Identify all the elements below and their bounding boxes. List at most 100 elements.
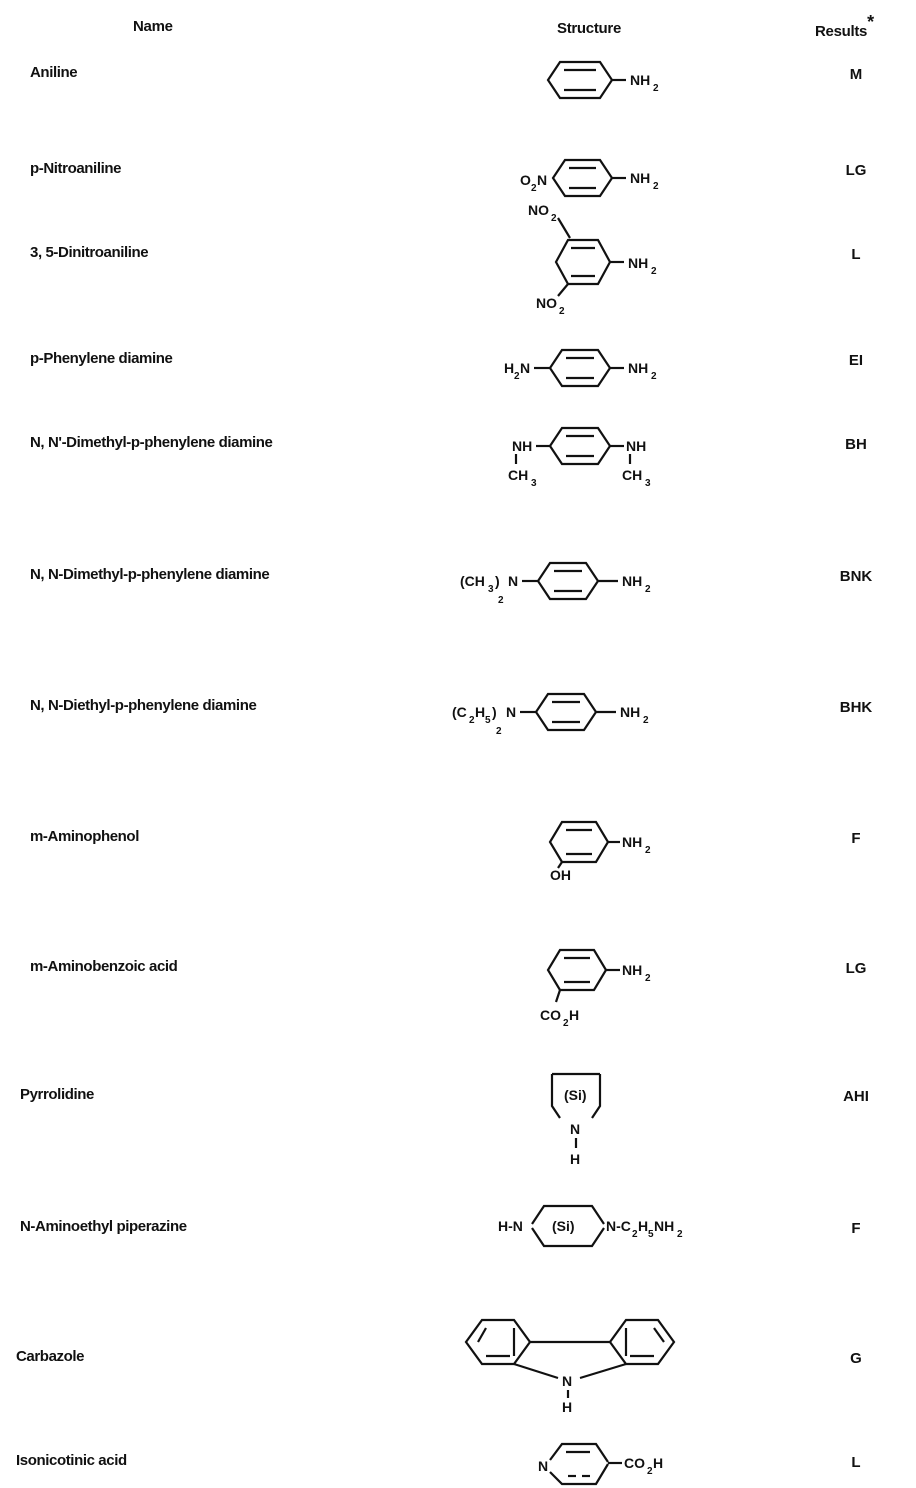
svg-text:5: 5 [485,715,491,726]
footnote-asterisk-icon: * [867,12,874,32]
svg-text:(CH: (CH [460,573,485,589]
svg-text:CH: CH [508,467,528,483]
svg-text:H: H [504,360,514,376]
svg-text:NH: NH [622,962,642,978]
result-code: L [851,246,861,263]
benzene-ring-icon: NO2 NH2 NO2 [528,202,657,317]
result-code: EI [848,352,864,369]
compound-name: Pyrrolidine [20,1086,94,1103]
header-results-cell: Results* [815,12,874,41]
svg-text:N: N [570,1121,580,1137]
svg-text:3: 3 [531,478,537,489]
compound-name: m-Aminophenol [30,828,139,845]
svg-text:H: H [653,1455,663,1471]
svg-text:CH: CH [622,467,642,483]
svg-text:N-C: N-C [606,1218,631,1234]
result-code: LG [845,960,867,977]
svg-text:2: 2 [551,213,557,224]
svg-text:(Si): (Si) [564,1087,587,1103]
svg-text:N: N [538,1458,548,1474]
svg-text:CO: CO [540,1007,561,1023]
svg-text:): ) [492,704,497,720]
svg-text:NH: NH [630,72,650,88]
svg-text:2: 2 [559,306,565,317]
svg-text:2: 2 [651,371,657,382]
svg-text:2: 2 [653,181,659,192]
svg-text:N: N [537,172,547,188]
svg-text:H: H [638,1218,648,1234]
compound-name: Aniline [30,64,78,81]
svg-text:H: H [569,1007,579,1023]
svg-text:H: H [570,1151,580,1167]
benzene-ring-icon: O2N NH2 [520,158,659,198]
svg-text:2: 2 [632,1229,638,1240]
header-name: Name [133,18,173,35]
svg-text:O: O [520,172,531,188]
svg-text:2: 2 [647,1466,653,1477]
result-code: G [850,1350,862,1367]
benzene-ring-icon: NH2 [546,60,659,100]
carbazole-ring-icon: N H [464,1318,676,1415]
structure-carbazole: N H [440,1312,690,1422]
svg-text:NO: NO [536,295,557,311]
header-structure: Structure [557,20,621,37]
svg-text:NH: NH [512,438,532,454]
svg-text:2: 2 [514,371,520,382]
svg-text:NH: NH [622,834,642,850]
svg-text:5: 5 [648,1229,654,1240]
svg-text:(Si): (Si) [552,1218,575,1234]
compound-name: p-Nitroaniline [30,160,122,177]
svg-text:NH: NH [626,438,646,454]
svg-text:H-N: H-N [498,1218,523,1234]
svg-text:NH: NH [620,704,640,720]
svg-text:(C: (C [452,704,467,720]
svg-text:2: 2 [645,973,651,984]
result-code: BHK [839,699,873,716]
compound-name: m-Aminobenzoic acid [30,958,178,975]
svg-text:3: 3 [488,584,494,595]
svg-text:3: 3 [645,478,651,489]
svg-text:2: 2 [531,183,537,194]
result-code: BNK [839,568,873,585]
svg-text:2: 2 [498,595,504,606]
svg-text:NH: NH [654,1218,674,1234]
svg-text:NO: NO [528,202,549,218]
svg-text:N: N [562,1373,572,1389]
svg-text:N: N [506,704,516,720]
result-code: L [851,1454,861,1471]
compound-name: p-Phenylene diamine [30,350,173,367]
result-code: M [849,66,863,83]
svg-text:H: H [562,1399,572,1415]
result-code: F [851,1220,861,1237]
benzene-ring-icon: NH2 OH [548,820,651,883]
svg-text:2: 2 [651,266,657,277]
svg-text:2: 2 [645,584,651,595]
benzene-ring-icon: (CH3) 2 N NH2 [460,561,651,606]
header-results: Results [815,23,868,40]
svg-text:H: H [475,704,485,720]
svg-text:2: 2 [645,845,651,856]
svg-text:2: 2 [653,83,659,94]
svg-text:NH: NH [628,360,648,376]
compound-name: N, N-Dimethyl-p-phenylene diamine [30,566,270,583]
result-code: AHI [843,1088,869,1105]
compound-name: N-Aminoethyl piperazine [20,1218,187,1235]
result-code: BH [845,436,867,453]
svg-text:2: 2 [643,715,649,726]
svg-text:): ) [495,573,500,589]
pyrrolidine-ring-icon: (Si) N H [550,1072,602,1167]
compound-name: Isonicotinic acid [16,1452,127,1469]
svg-text:NH: NH [622,573,642,589]
compound-name: N, N-Diethyl-p-phenylene diamine [30,697,257,714]
compound-name: N, N'-Dimethyl-p-phenylene diamine [30,434,273,451]
